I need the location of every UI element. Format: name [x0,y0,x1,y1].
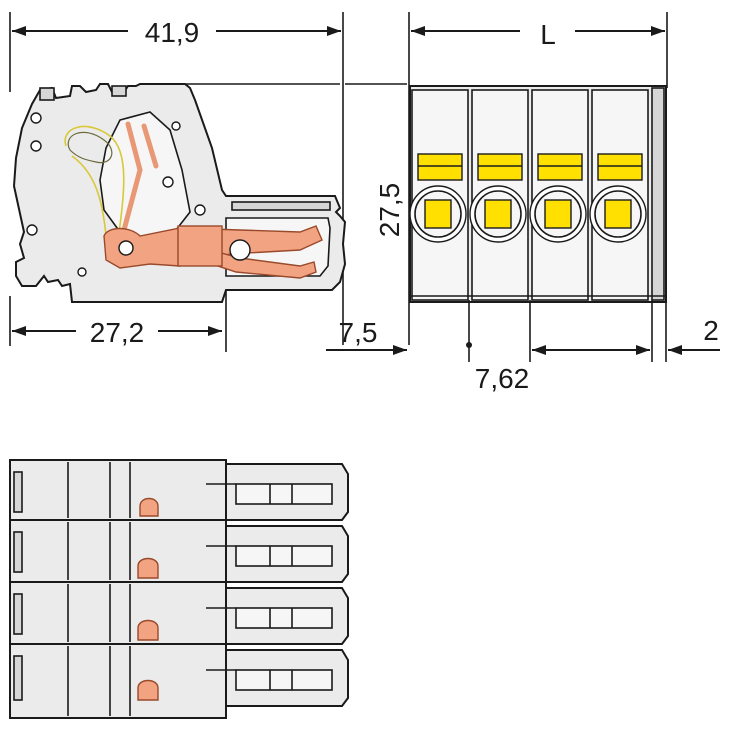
top-view-pole [9,519,349,583]
pole-slot [235,545,333,567]
mounting-hole [26,224,38,236]
front-pole [529,89,589,301]
test-port [229,239,251,261]
dimension-pitch: 7,62 [466,300,653,394]
arrow-left-icon [12,26,26,36]
latch [13,655,23,701]
dim-label-length: L [540,19,556,50]
pole-slot [235,483,333,505]
release-button [417,153,463,181]
clamp-spring [121,121,143,233]
contact-window [139,497,159,517]
pole-body [9,519,227,583]
arrow-right-icon [208,326,222,336]
dim-label-base-depth: 27,2 [90,317,145,348]
side-view-tab [111,85,127,97]
dim-label-height: 27,5 [374,183,405,238]
dim-label-end-offset: 2 [703,315,719,346]
contact-window [137,557,159,579]
dimension-pin-offset: 7,5 [326,317,407,355]
mounting-hole [162,176,174,188]
spring-wire [64,125,125,241]
latch [13,531,23,573]
arrow-left-icon [411,26,425,36]
arrow-right-icon [651,26,665,36]
top-view-pole [9,581,349,645]
mounting-hole [30,140,42,152]
contact-window [137,619,159,641]
pole-body [9,581,227,645]
contact-window [137,679,159,701]
front-pole [589,89,649,301]
front-pole [469,89,529,301]
arrow-right-icon [393,345,407,355]
actuator [484,199,512,229]
arrow-left-icon [668,345,682,355]
dimension-end-offset: 2 [665,300,720,362]
arrow-right-icon [327,26,341,36]
arrow-left-icon [532,345,546,355]
top-view-pole [9,643,349,719]
front-pole [409,89,469,301]
clamp-spring [141,123,159,169]
actuator [544,199,572,229]
pole-slot [235,669,333,691]
side-view [12,83,347,303]
mounting-hole [194,204,206,216]
dimension-total-depth: 41,9 [9,12,344,345]
mounting-hole [171,121,181,131]
side-view-slot [231,201,331,211]
top-view [9,459,349,719]
arrow-left-icon [12,326,26,336]
side-view-tab [39,87,55,101]
front-view [409,85,667,303]
latch [13,471,23,513]
release-button [477,153,523,181]
actuator [604,199,632,229]
mounting-hole [77,267,87,277]
pivot-hole [118,240,134,256]
arrow-right-icon [636,345,650,355]
pole-slot [235,607,333,629]
front-view-endplate [651,87,665,301]
dimension-height: 27,5 [345,83,407,238]
pole-body [9,643,227,719]
release-button [597,153,643,181]
release-button [537,153,583,181]
latch [13,593,23,635]
busbar-block [177,225,223,267]
dim-label-pitch: 7,62 [475,363,530,394]
mounting-hole [30,112,42,124]
actuator [424,199,452,229]
dimension-base-depth: 27,2 [9,290,227,352]
pitch-point-icon [466,342,472,348]
dim-label-pin-offset: 7,5 [339,317,378,348]
top-view-pole [9,459,349,521]
dim-label-total-depth: 41,9 [145,17,200,48]
spring-wire [67,131,113,164]
pole-body [9,459,227,521]
